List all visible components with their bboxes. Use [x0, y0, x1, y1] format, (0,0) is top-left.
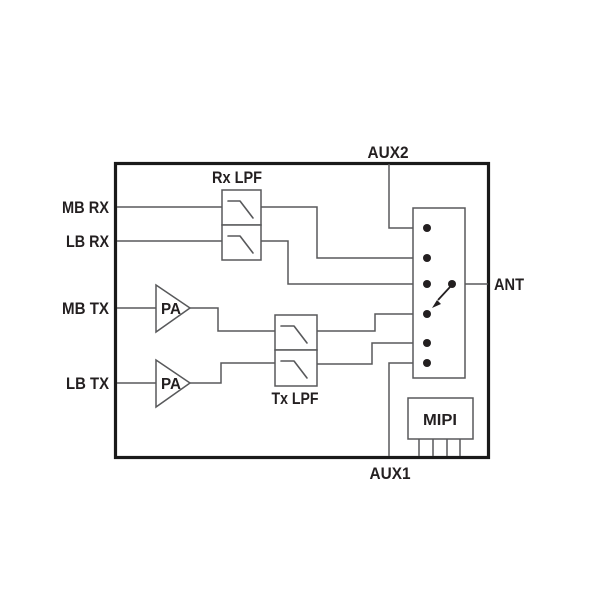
wire-aux2	[388, 164, 423, 229]
block-label-pa-lb: PA	[161, 376, 181, 393]
block-label-mipi: MIPI	[423, 412, 457, 429]
mipi-box	[407, 397, 474, 440]
switch-throw-dot-mb-tx	[423, 310, 431, 318]
antenna-switch-box	[412, 207, 466, 379]
block-label-tx-lpf: Tx LPF	[272, 389, 319, 408]
switch-arm-arrow-icon	[432, 300, 441, 308]
switch-pole-dot	[448, 280, 456, 288]
amplifier-icon	[155, 358, 192, 409]
switch-throw-dot-mb-rx	[423, 254, 431, 262]
rx-lpf-lb-box	[221, 224, 262, 261]
wire-txlpf-mb-to-switch	[317, 313, 423, 332]
wire-aux1	[388, 362, 423, 456]
tx-lpf-mb-box	[274, 314, 318, 351]
port-label-aux1: AUX1	[370, 464, 411, 483]
port-label-aux2: AUX2	[368, 143, 409, 162]
wire-pa-lb-to-txlpf	[190, 362, 275, 384]
switch-throw-dot-lb-rx	[423, 280, 431, 288]
port-label-mb-tx: MB TX	[62, 299, 110, 318]
chip-outline	[113, 161, 491, 460]
port-label-ant: ANT	[494, 275, 525, 294]
wire-lb-rx-to-switch	[261, 240, 423, 285]
port-label-mb-rx: MB RX	[62, 198, 110, 217]
switch-throw-dot-aux2	[423, 224, 431, 232]
port-label-lb-tx: LB TX	[66, 374, 110, 393]
block-label-rx-lpf: Rx LPF	[212, 168, 262, 187]
tx-lpf-lb-box	[274, 349, 318, 387]
rx-lpf-mb-box	[221, 189, 262, 226]
wire-mb-rx-to-switch	[261, 206, 423, 259]
lowpass-filter-icon	[280, 360, 308, 379]
lowpass-filter-icon	[280, 325, 308, 344]
switch-arm	[437, 286, 451, 301]
lowpass-filter-icon	[227, 235, 254, 254]
block-label-pa-mb: PA	[161, 301, 181, 318]
switch-throw-dot-lb-tx	[423, 339, 431, 347]
amplifier-icon	[155, 283, 192, 334]
switch-throw-dot-aux1	[423, 359, 431, 367]
lowpass-filter-icon	[227, 200, 254, 219]
wire-pa-mb-to-txlpf	[190, 307, 275, 332]
port-label-lb-rx: LB RX	[66, 232, 110, 251]
wire-txlpf-lb-to-switch	[317, 342, 423, 365]
